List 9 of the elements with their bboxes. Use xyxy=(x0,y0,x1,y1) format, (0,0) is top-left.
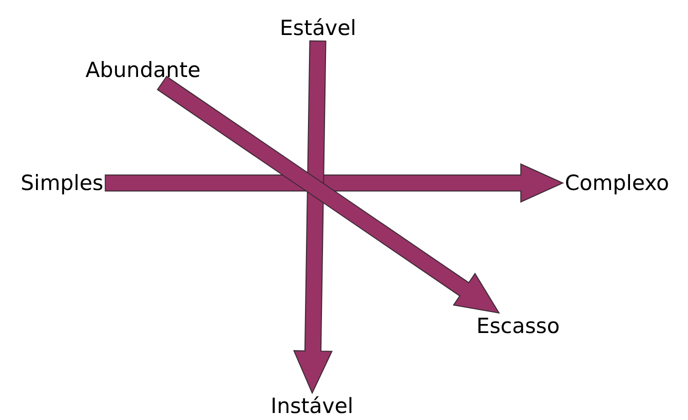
block-arrow xyxy=(293,40,333,394)
axis-label: Instável xyxy=(268,393,356,419)
axis-label: Complexo xyxy=(562,170,672,196)
block-arrow xyxy=(104,163,564,203)
block-arrow xyxy=(156,76,500,314)
axis-label: Simples xyxy=(18,170,106,196)
axis-label: Estável xyxy=(278,15,358,41)
axis-label: Abundante xyxy=(84,57,202,83)
axis-label: Escasso xyxy=(474,313,562,339)
